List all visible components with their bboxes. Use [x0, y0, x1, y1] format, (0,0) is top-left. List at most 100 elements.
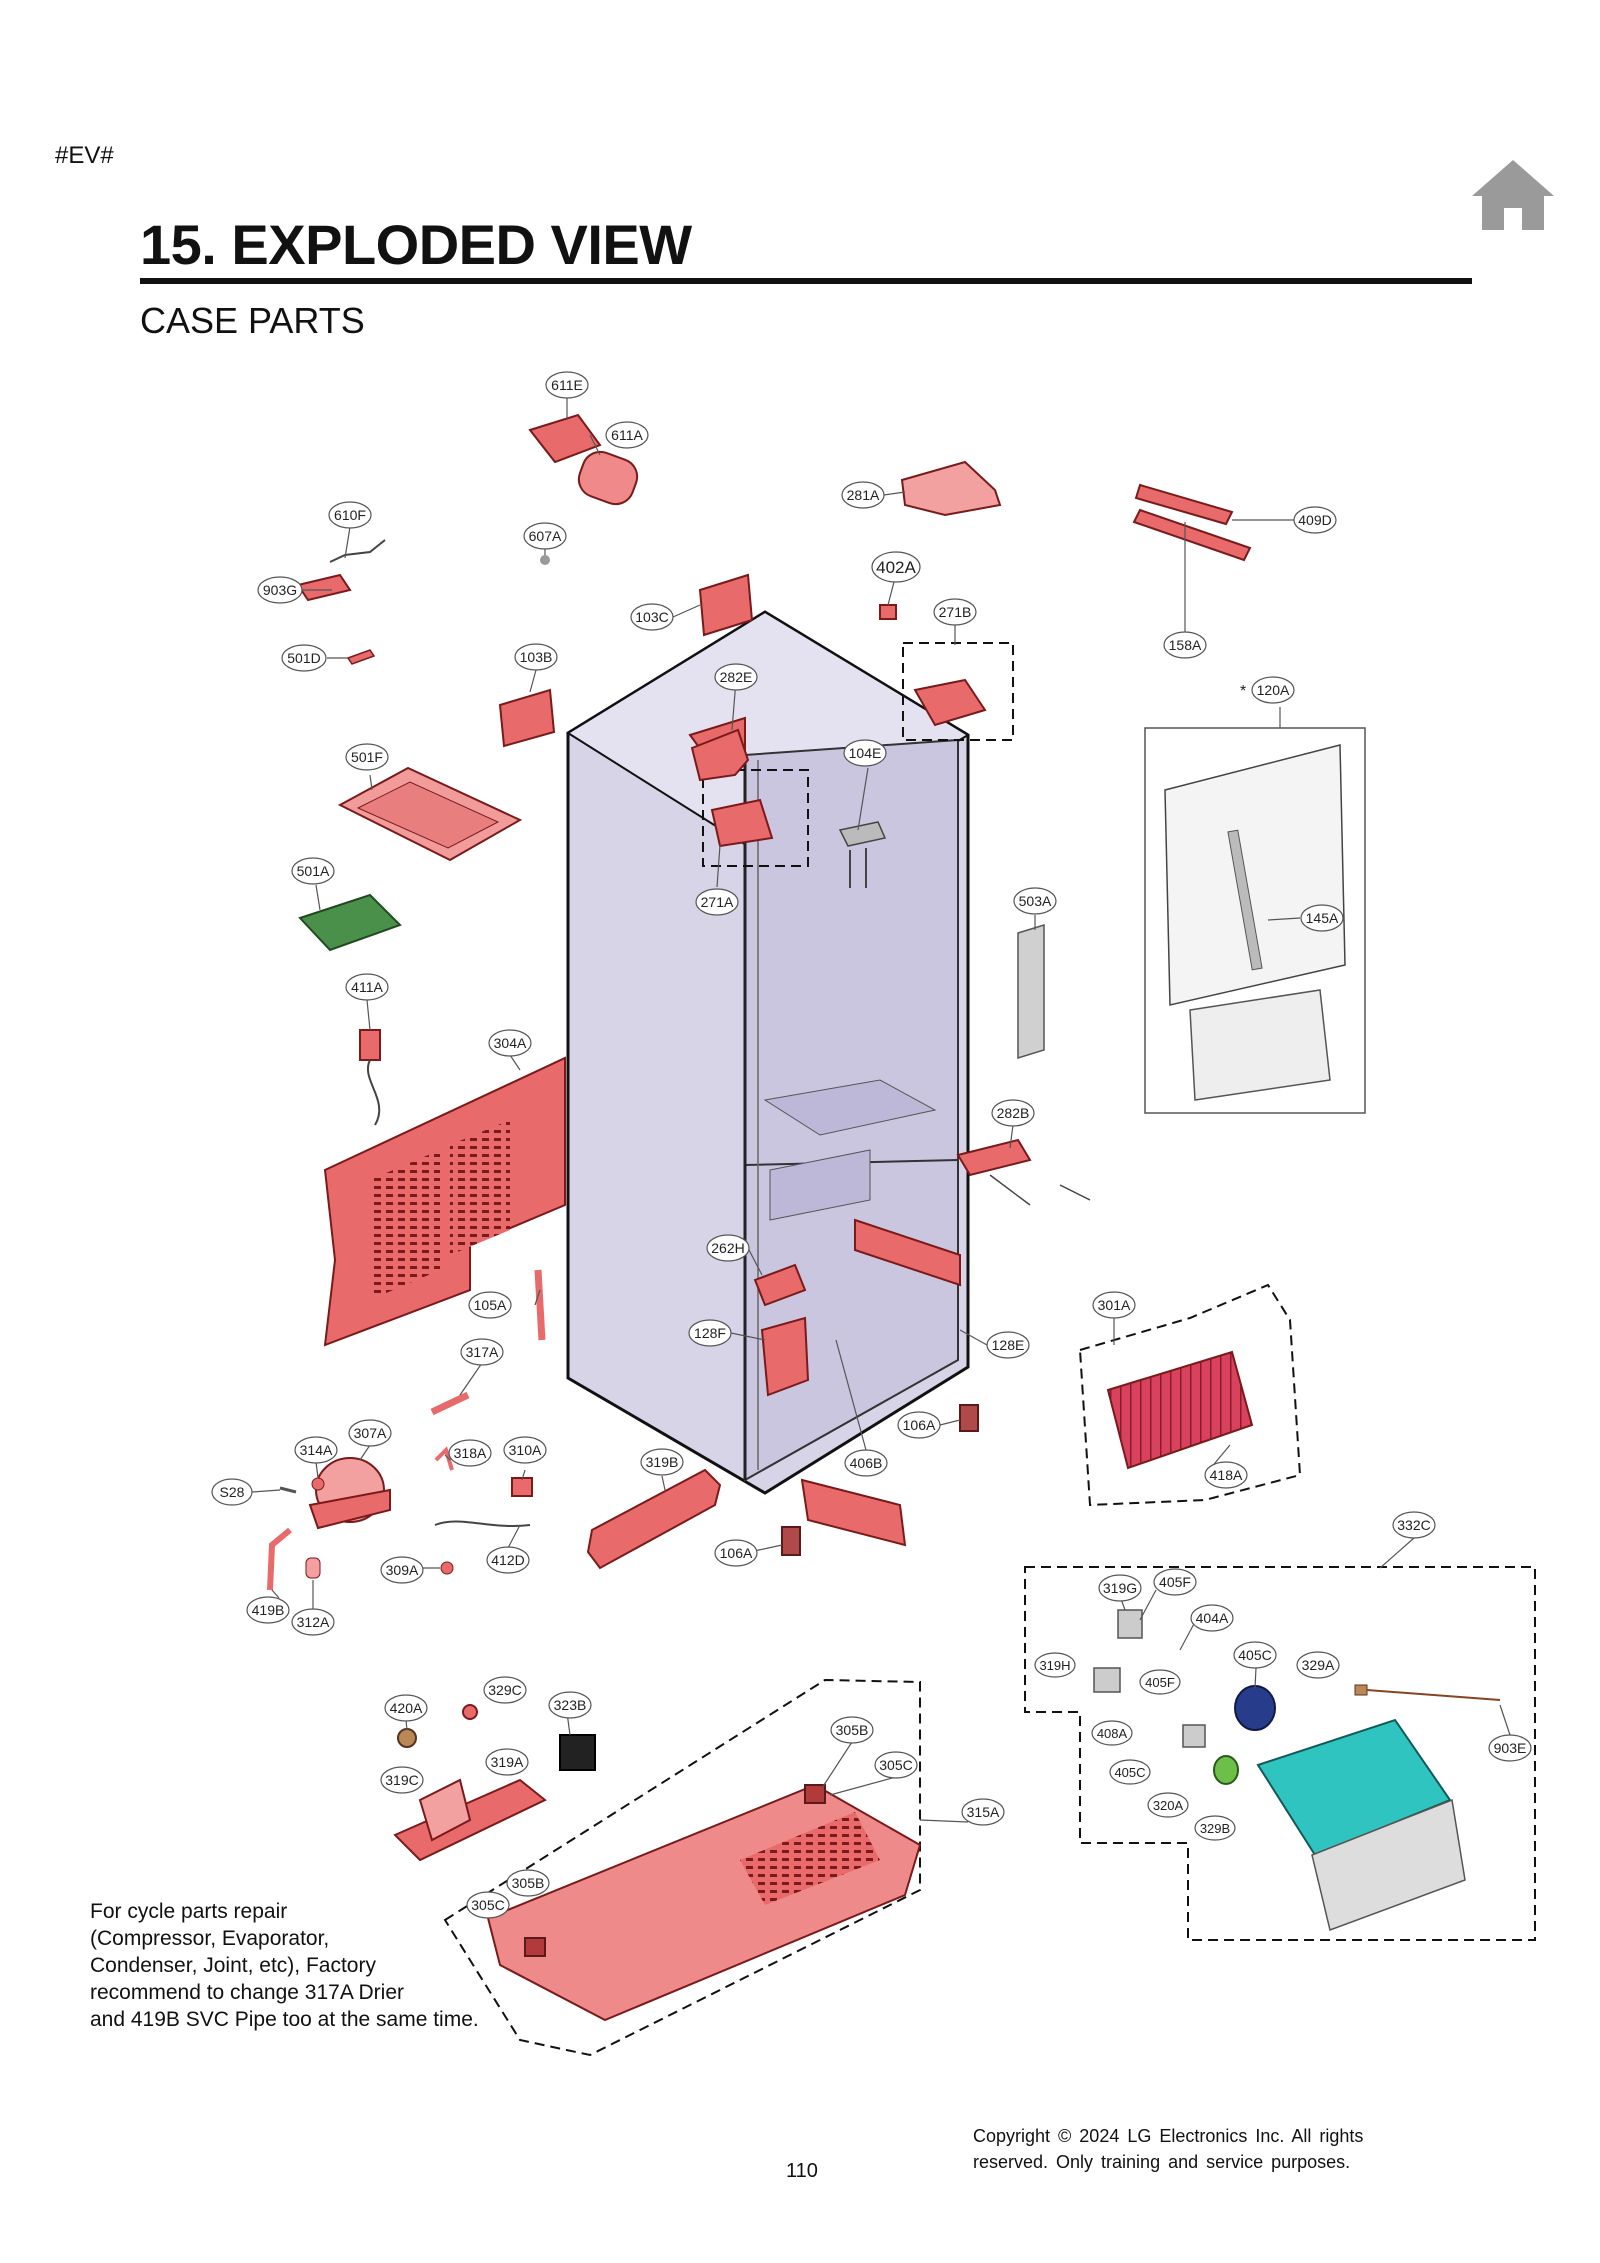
svg-text:329B: 329B: [1200, 1821, 1230, 1836]
svg-text:412D: 412D: [491, 1552, 524, 1568]
part-307a-compressor: [308, 1457, 391, 1530]
title-divider: [140, 278, 1472, 284]
part-607a-screw: [540, 555, 550, 565]
part-label: 305B: [506, 1869, 550, 1897]
part-label: 412D: [486, 1546, 530, 1574]
part-label: 329B: [1194, 1815, 1236, 1841]
svg-text:271B: 271B: [939, 604, 972, 620]
svg-text:319B: 319B: [646, 1454, 679, 1470]
svg-text:S28: S28: [220, 1484, 245, 1500]
svg-text:309A: 309A: [386, 1562, 419, 1578]
part-label: 607A: [523, 522, 567, 550]
svg-text:405C: 405C: [1238, 1647, 1271, 1663]
part-label: 128F: [688, 1319, 732, 1347]
svg-text:281A: 281A: [847, 487, 880, 503]
svg-text:329C: 329C: [488, 1682, 521, 1698]
part-319b: [586, 1468, 722, 1570]
svg-text:418A: 418A: [1210, 1467, 1243, 1483]
part-402a: [879, 604, 897, 620]
cover-104e: [838, 821, 887, 888]
svg-text:903E: 903E: [1494, 1740, 1527, 1756]
part-label: 611A: [605, 421, 649, 449]
note-line: Condenser, Joint, etc), Factory: [90, 1954, 376, 1977]
home-icon[interactable]: [1470, 158, 1556, 232]
part-label: 312A: [291, 1608, 335, 1636]
hinge-middle-282b: [956, 1138, 1091, 1206]
svg-text:610F: 610F: [334, 507, 366, 523]
part-label: 319A: [485, 1748, 529, 1776]
svg-text:319C: 319C: [385, 1772, 418, 1788]
part-611a-motor: [528, 413, 639, 506]
part-305b-305c-mounts: [524, 1784, 826, 1957]
part-411a-power-cord: [359, 1029, 381, 1126]
svg-text:501D: 501D: [287, 650, 320, 666]
hinge-262h: [753, 1263, 807, 1307]
part-label: 332C: [1392, 1511, 1436, 1539]
part-323b-fan-motor: [559, 1734, 596, 1771]
part-label: 318A: [448, 1439, 492, 1467]
svg-text:419B: 419B: [252, 1602, 285, 1618]
svg-text:319H: 319H: [1039, 1658, 1070, 1673]
svg-text:105A: 105A: [474, 1297, 507, 1313]
part-label: 315A: [961, 1798, 1005, 1826]
part-317a-drier: [430, 1391, 470, 1416]
part-label: 158A: [1163, 631, 1207, 659]
svg-text:317A: 317A: [466, 1344, 499, 1360]
part-106a-leveler-left: [781, 1526, 801, 1556]
part-label: 501F: [345, 743, 389, 771]
svg-text:315A: 315A: [967, 1804, 1000, 1820]
svg-text:314A: 314A: [300, 1442, 333, 1458]
section-subtitle: CASE PARTS: [140, 300, 365, 341]
part-label: 329C: [483, 1676, 527, 1704]
part-103c: [698, 573, 754, 637]
svg-text:404A: 404A: [1196, 1610, 1229, 1626]
svg-text:319G: 319G: [1103, 1580, 1137, 1596]
part-label: S28: [211, 1478, 253, 1506]
svg-text:411A: 411A: [351, 979, 383, 995]
note-line: and 419B SVC Pipe too at the same time.: [90, 2008, 479, 2031]
part-label: 262H: [706, 1234, 750, 1262]
part-301a-evaporator: [1078, 1283, 1302, 1507]
svg-text:611A: 611A: [611, 427, 643, 443]
part-label: 305C: [874, 1751, 918, 1779]
document-tag: #EV#: [55, 142, 114, 169]
part-label: 503A: [1013, 887, 1057, 915]
part-label: 323B: [548, 1691, 592, 1719]
part-label: 145A: [1300, 904, 1344, 932]
part-label: 418A: [1204, 1461, 1248, 1489]
part-label: 104E: [843, 739, 887, 767]
svg-text:305B: 305B: [512, 1875, 545, 1891]
svg-text:104E: 104E: [849, 745, 882, 761]
part-label: 319B: [640, 1448, 684, 1476]
part-label: *120A: [1240, 676, 1295, 704]
svg-text:103B: 103B: [520, 649, 553, 665]
part-label: 320A: [1147, 1792, 1189, 1818]
copyright-line: reserved. Only training and service purp…: [973, 2152, 1351, 2172]
part-label: 319H: [1034, 1652, 1076, 1678]
svg-text:503A: 503A: [1019, 893, 1052, 909]
svg-text:409D: 409D: [1298, 512, 1331, 528]
part-label: 314A: [294, 1436, 338, 1464]
part-label: 310A: [503, 1436, 547, 1464]
svg-text:312A: 312A: [297, 1614, 330, 1630]
part-label: 281A: [841, 481, 885, 509]
svg-text:307A: 307A: [354, 1425, 387, 1441]
part-332c-fan-assembly: [1024, 1566, 1536, 1941]
part-label: 610F: [328, 501, 372, 529]
part-409d-158a-strips: [1132, 483, 1252, 562]
svg-text:408A: 408A: [1097, 1726, 1128, 1741]
svg-text:282B: 282B: [997, 1105, 1030, 1121]
part-329c-fan-blade: [462, 1704, 478, 1720]
part-412d-wire: [434, 1520, 531, 1528]
svg-text:406B: 406B: [850, 1455, 883, 1471]
note-line: For cycle parts repair: [90, 1900, 288, 1923]
svg-text:158A: 158A: [1169, 637, 1202, 653]
part-label: 106A: [897, 1411, 941, 1439]
cycle-repair-note: For cycle parts repair (Compressor, Evap…: [90, 1898, 510, 2033]
svg-text:405F: 405F: [1145, 1675, 1175, 1690]
svg-text:319A: 319A: [491, 1754, 524, 1770]
svg-text:262H: 262H: [711, 1240, 744, 1256]
copyright-line: Copyright © 2024 LG Electronics Inc. All…: [973, 2126, 1364, 2146]
svg-text:318A: 318A: [454, 1445, 487, 1461]
note-line: (Compressor, Evaporator,: [90, 1927, 330, 1950]
